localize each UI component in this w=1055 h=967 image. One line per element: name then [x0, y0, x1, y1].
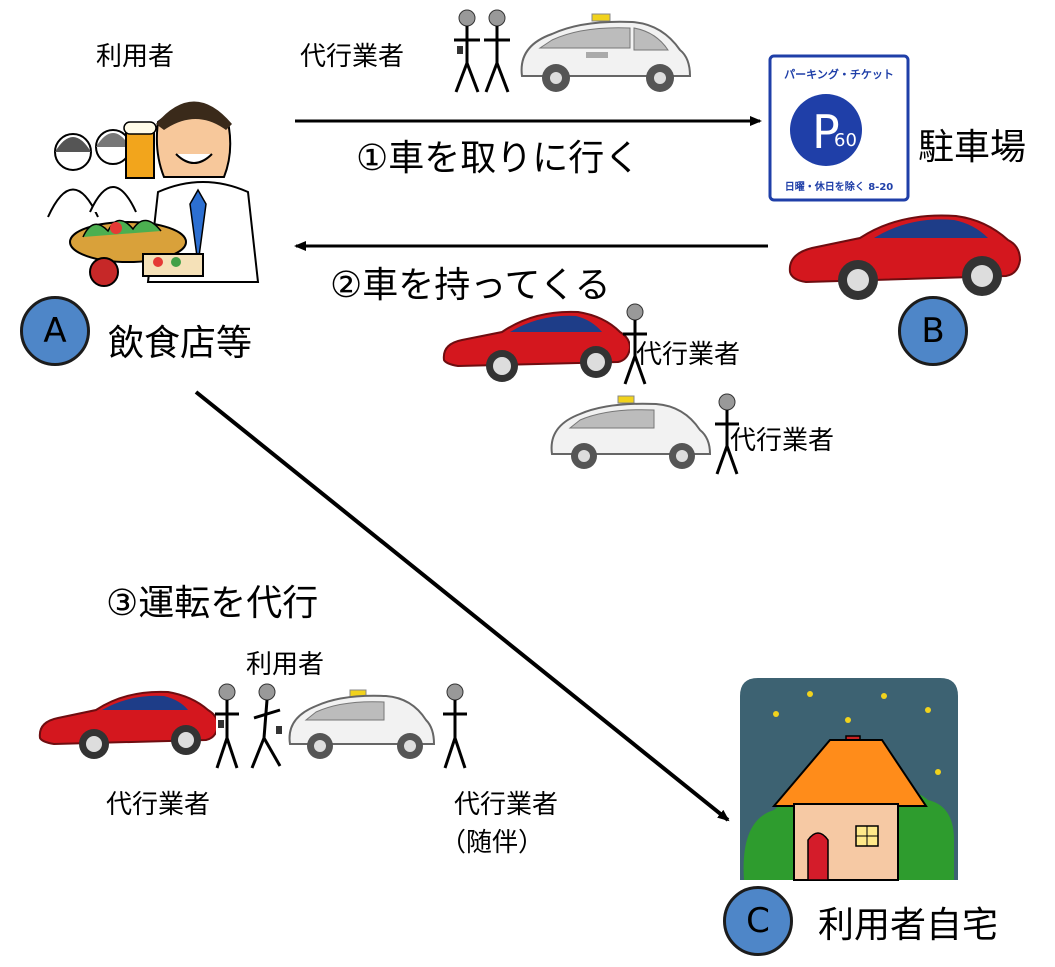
stick-figure-icon: [450, 8, 484, 94]
label-user-bottom: 利用者: [246, 650, 325, 680]
label-step3: ③運転を代行: [106, 583, 319, 624]
ticket-footer: 日曜・休日を除く 8-20: [785, 180, 894, 193]
parking-ticket-icon: パーキング・チケット P 60 日曜・休日を除く 8-20: [768, 54, 910, 202]
arrow-step3: [194, 390, 730, 822]
red-sports-car-icon: [440, 306, 630, 384]
label-step2: ②車を持ってくる: [330, 265, 611, 306]
label-step1: ①車を取りに行く: [356, 138, 641, 179]
ticket-p-letter: P: [812, 105, 840, 159]
house-night-icon: [738, 676, 960, 882]
node-a-circle: A: [20, 296, 90, 366]
red-sports-car-icon: [786, 210, 1022, 304]
ticket-minutes: 60: [834, 130, 857, 151]
taxi-car-icon: [546, 394, 714, 474]
label-agent-bottom-right: 代行業者: [454, 790, 559, 820]
label-agent-mid2: 代行業者: [730, 426, 835, 456]
taxi-car-icon: [516, 12, 694, 96]
taxi-car-icon: [284, 688, 440, 764]
stick-figure-icon: [480, 8, 514, 94]
ticket-header: パーキング・チケット: [784, 67, 894, 81]
label-restaurant: 飲食店等: [108, 323, 253, 364]
label-parking: 駐車場: [918, 127, 1027, 168]
stick-figure-icon: [440, 682, 470, 770]
stick-figure-icon: [620, 302, 650, 386]
stick-figure-icon: [712, 392, 742, 476]
node-c-circle: C: [723, 886, 793, 956]
label-user-top: 利用者: [96, 42, 175, 72]
label-agent-top: 代行業者: [300, 42, 405, 72]
node-b-circle: B: [898, 296, 968, 366]
restaurant-people-icon: [38, 92, 268, 292]
stick-figure-icon: [212, 682, 242, 770]
stick-figure-icon: [250, 682, 284, 770]
red-sports-car-icon: [36, 686, 216, 762]
label-agent-mid1: 代行業者: [636, 340, 741, 370]
label-home: 利用者自宅: [818, 905, 999, 946]
label-agent-bottom-left: 代行業者: [106, 790, 211, 820]
label-escort: （随伴）: [440, 828, 545, 858]
